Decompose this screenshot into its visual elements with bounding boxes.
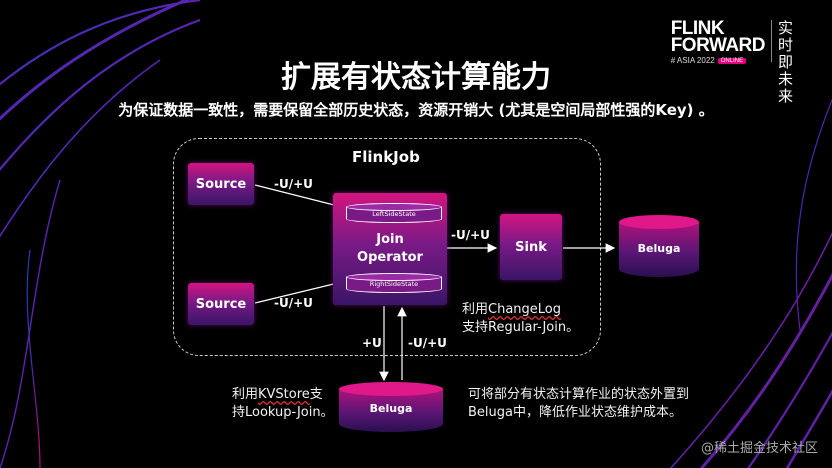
right-side-state: RightSideState: [346, 273, 442, 295]
note-changelog-line2: 支持Regular-Join。: [462, 320, 580, 335]
logo-divider: [771, 20, 772, 62]
note-changelog: 利用ChangeLog 支持Regular-Join。: [462, 301, 579, 337]
logo-sub: # ASIA 2022 ONLINE: [671, 56, 765, 65]
note-offload-line2: Beluga中，降低作业状态维护成本。: [468, 405, 682, 420]
left-side-state-label: LeftSideState: [372, 210, 416, 218]
beluga-db-bottom: Beluga: [339, 382, 443, 432]
slide-subtitle: 为保证数据一致性，需要保留全部历史状态，资源开销大 (尤其是空间局部性强的Key…: [118, 101, 714, 119]
edge-label-join-sink: -U/+U: [451, 228, 490, 242]
edge-label-join-beluga: +U: [362, 336, 382, 350]
logo-online-badge: ONLINE: [717, 57, 747, 64]
note-changelog-word: ChangeLog: [488, 302, 562, 317]
flink-job-container: [173, 138, 601, 356]
left-side-state: LeftSideState: [346, 203, 442, 225]
note-offload: 可将部分有状态计算作业的状态外置到 Beluga中，降低作业状态维护成本。: [468, 386, 689, 422]
beluga-right-label: Beluga: [637, 242, 681, 255]
note-kvstore-post: 支: [309, 387, 323, 402]
source-node-bottom: Source: [188, 283, 254, 325]
flink-forward-logo: FLINK FORWARD # ASIA 2022 ONLINE 实时即未来: [670, 18, 802, 105]
note-kvstore-line2: 持Lookup-Join。: [232, 405, 334, 420]
join-label-line1: Join: [376, 232, 404, 247]
edge-label-source2: -U/+U: [274, 296, 313, 310]
sink-node: Sink: [500, 214, 562, 280]
watermark: @稀土掘金技术社区: [700, 441, 818, 456]
beluga-db-right: Beluga: [619, 215, 699, 277]
logo-asia: # ASIA 2022: [670, 56, 715, 65]
note-kvstore: 利用KVStore支 持Lookup-Join。: [232, 386, 334, 422]
logo-line2: FORWARD: [670, 35, 766, 56]
note-changelog-pre: 利用: [462, 302, 489, 317]
beluga-bottom-label: Beluga: [369, 402, 413, 415]
right-side-state-label: RightSideState: [369, 280, 419, 288]
edge-label-source1: -U/+U: [274, 177, 313, 191]
flink-job-label: FlinkJob: [352, 148, 420, 166]
note-kvstore-word: KVStore: [258, 387, 310, 402]
note-offload-line1: 可将部分有状态计算作业的状态外置到: [468, 387, 690, 402]
edge-label-beluga-join: -U/+U: [408, 336, 447, 350]
source-node-top: Source: [188, 163, 254, 205]
logo-line1: FLINK: [670, 18, 725, 39]
slide-title: 扩展有状态计算能力: [281, 60, 551, 95]
join-label-line2: Operator: [357, 250, 423, 265]
note-kvstore-pre: 利用: [232, 387, 259, 402]
logo-chinese: 实时即未来: [778, 19, 794, 105]
